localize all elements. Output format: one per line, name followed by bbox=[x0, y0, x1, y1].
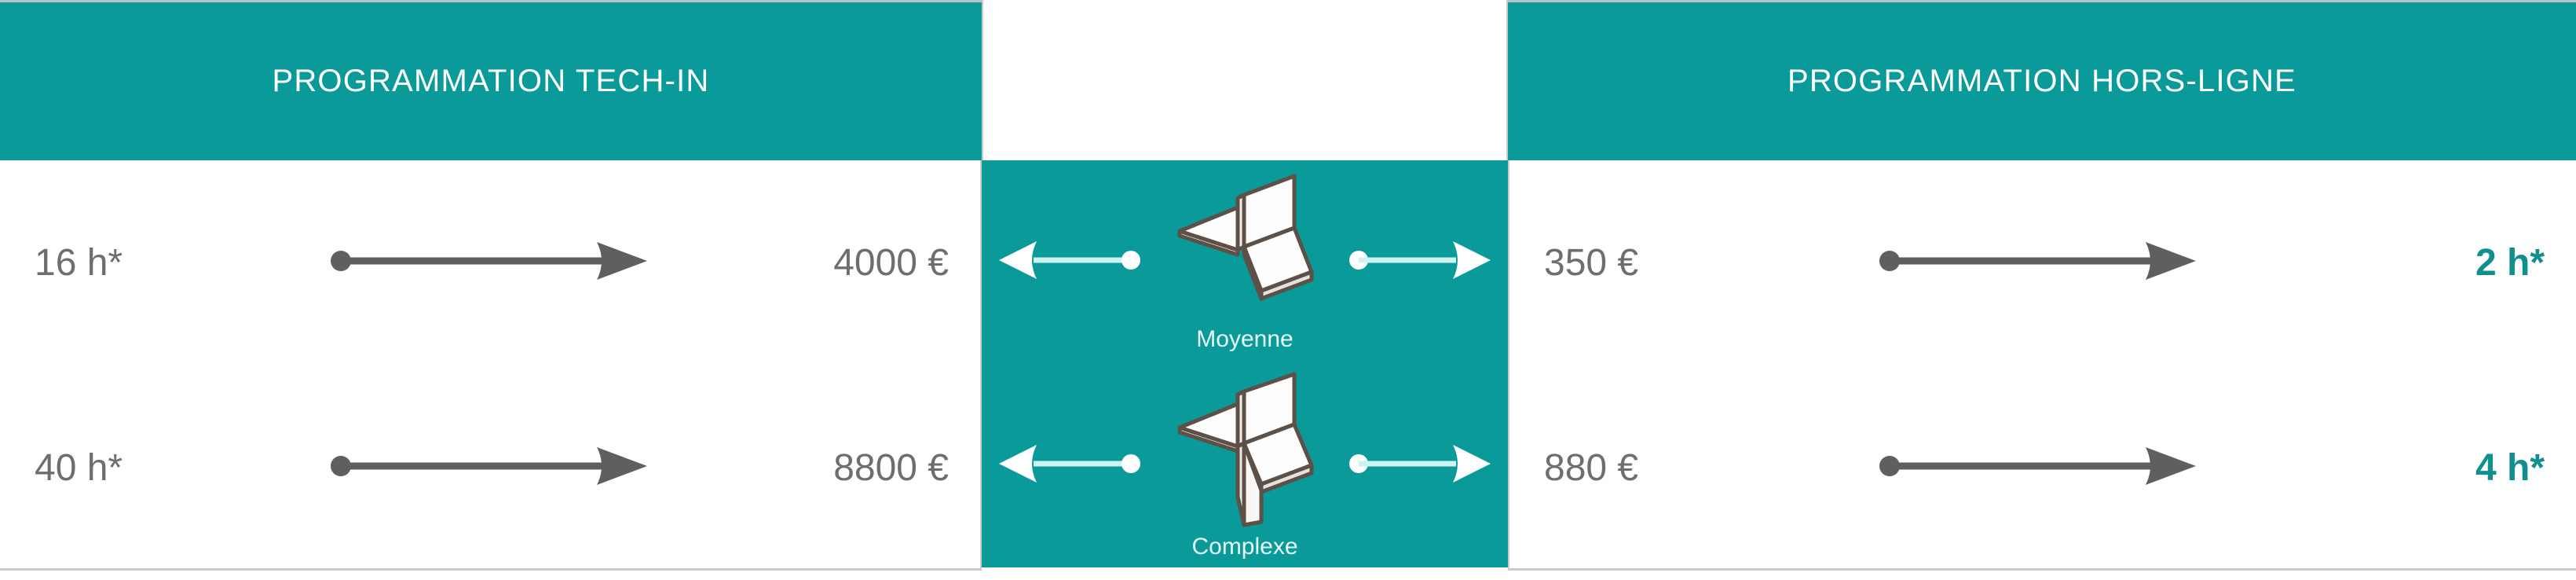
body-panel-right: 350 € 2 h* 880 € 4 h* bbox=[1508, 160, 2576, 571]
table-row: 40 h* 8800 € bbox=[0, 365, 980, 571]
arrow-right-icon bbox=[330, 237, 652, 288]
header-right-label: PROGRAMMATION HORS-LIGNE bbox=[1787, 64, 2297, 98]
table-row: 350 € 2 h* bbox=[1509, 160, 2576, 365]
center-label-moyenne: Moyenne bbox=[1196, 326, 1293, 352]
header-left-label: PROGRAMMATION TECH-IN bbox=[272, 64, 710, 98]
right-row2-hours: 4 h* bbox=[2475, 447, 2545, 489]
header-left: PROGRAMMATION TECH-IN bbox=[0, 0, 982, 160]
bent-sheet-part-complexe-icon bbox=[1162, 371, 1327, 532]
arrow-right-icon bbox=[1349, 238, 1491, 286]
center-cell-complexe: Complexe bbox=[982, 364, 1508, 567]
left-row2-price: 8800 € bbox=[833, 447, 949, 489]
arrow-right-icon bbox=[1349, 442, 1491, 490]
bent-sheet-part-moyenne-icon bbox=[1162, 171, 1327, 325]
right-row2-price: 880 € bbox=[1544, 447, 1639, 489]
arrow-right-icon bbox=[330, 442, 652, 494]
complexe-icon-group: Complexe bbox=[1162, 371, 1327, 560]
left-row2-hours: 40 h* bbox=[35, 447, 123, 489]
arrow-left-icon bbox=[999, 442, 1140, 490]
body-panel-left: 16 h* 4000 € 40 h* 8800 € bbox=[0, 160, 982, 571]
moyenne-icon-group: Moyenne bbox=[1162, 171, 1327, 353]
table-row: 880 € 4 h* bbox=[1509, 365, 2576, 571]
table-row: 16 h* 4000 € bbox=[0, 160, 980, 365]
left-row1-hours: 16 h* bbox=[35, 242, 123, 284]
header-right: PROGRAMMATION HORS-LIGNE bbox=[1508, 0, 2576, 160]
arrow-left-icon bbox=[999, 238, 1140, 286]
arrow-right-icon bbox=[1879, 237, 2201, 288]
center-cell-moyenne: Moyenne bbox=[982, 160, 1508, 364]
center-label-complexe: Complexe bbox=[1191, 534, 1298, 560]
right-row1-price: 350 € bbox=[1544, 242, 1639, 284]
left-row1-price: 4000 € bbox=[833, 242, 949, 284]
body-panel-center: Moyenne bbox=[982, 160, 1508, 567]
arrow-right-icon bbox=[1879, 442, 2201, 494]
center-header-gap bbox=[982, 0, 1508, 160]
right-row1-hours: 2 h* bbox=[2475, 242, 2545, 284]
